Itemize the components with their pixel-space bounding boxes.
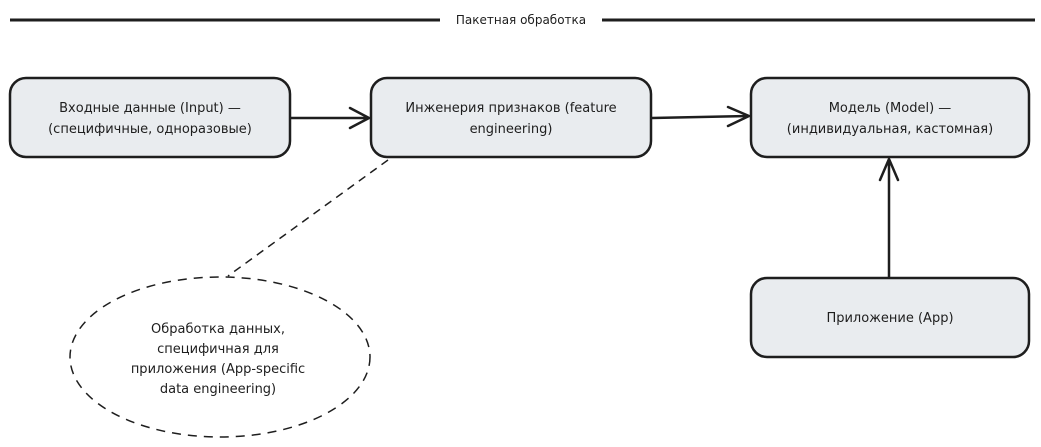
note-line3: приложения (App-specific bbox=[131, 362, 305, 377]
note-line4: data engineering) bbox=[160, 382, 276, 397]
section-header: Пакетная обработка bbox=[10, 13, 1035, 27]
node-input-line1: Входные данные (Input) — bbox=[59, 101, 241, 116]
note-line2: специфичная для bbox=[157, 342, 279, 357]
node-input[interactable]: Входные данные (Input) — (специфичные, о… bbox=[8, 76, 292, 159]
node-app-label: Приложение (App) bbox=[826, 311, 953, 326]
node-model-line2: (индивидуальная, кастомная) bbox=[787, 122, 993, 137]
node-app[interactable]: Приложение (App) bbox=[749, 276, 1031, 359]
node-feature-line1: Инженерия признаков (feature bbox=[405, 101, 616, 116]
note-line1: Обработка данных, bbox=[151, 322, 285, 337]
arrow-app-to-model bbox=[878, 157, 900, 279]
note-connector bbox=[227, 159, 389, 277]
arrow-feature-to-model bbox=[650, 105, 751, 128]
node-feature-engineering[interactable]: Инженерия признаков (feature engineering… bbox=[369, 76, 653, 159]
node-model[interactable]: Модель (Model) — (индивидуальная, кастом… bbox=[749, 76, 1031, 159]
section-title: Пакетная обработка bbox=[456, 13, 586, 27]
note-ellipse[interactable]: Обработка данных, специфичная для прилож… bbox=[69, 276, 371, 438]
node-model-line1: Модель (Model) — bbox=[829, 101, 952, 116]
node-input-line2: (специфичные, одноразовые) bbox=[48, 122, 252, 137]
arrow-input-to-feature bbox=[289, 106, 371, 130]
node-feature-line2: engineering) bbox=[470, 122, 553, 137]
